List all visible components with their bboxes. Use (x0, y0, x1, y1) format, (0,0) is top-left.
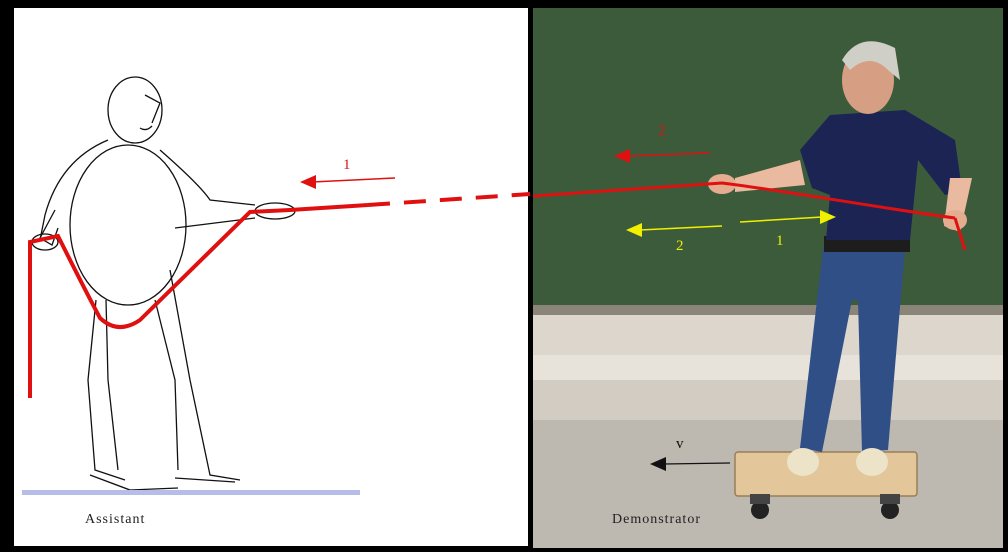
jeans (800, 248, 905, 452)
assistant-glasses (144, 94, 161, 124)
assistant-head (107, 76, 163, 144)
left-shoe (787, 448, 819, 476)
rope-drawing (28, 203, 369, 398)
red-arrow-2-label: 2 (658, 123, 666, 139)
assistant-figure (31, 76, 296, 491)
rope-photo (532, 181, 956, 220)
yellow-arrow-2-label: 2 (676, 238, 684, 254)
assistant-right-leg (169, 269, 241, 481)
velocity-label: v (676, 436, 684, 452)
cart-wheel (881, 501, 899, 519)
right-shoe (856, 448, 888, 476)
assistant-left-leg (87, 299, 126, 481)
velocity-arrow (650, 457, 731, 471)
assistant-belly (69, 144, 187, 306)
assistant-caption: Assistant (85, 512, 146, 527)
red-arrow-1 (300, 175, 396, 189)
assistant-back (39, 139, 109, 241)
floor-line (22, 490, 360, 495)
wall (533, 315, 1003, 355)
hair (842, 41, 900, 80)
yellow-arrow-1 (739, 210, 836, 224)
demonstrator-caption: Demonstrator (612, 512, 701, 527)
left-arm (735, 160, 805, 192)
demonstrator-photo (532, 8, 1003, 548)
rope-dashed (367, 192, 531, 207)
yellow-arrow-1-label: 1 (776, 233, 784, 249)
red-arrow-2 (614, 149, 711, 163)
red-arrow-1-label: 1 (343, 157, 351, 173)
yellow-arrow-2 (626, 223, 723, 237)
cart-wheel (751, 501, 769, 519)
shirt (800, 110, 962, 240)
assistant-panel (14, 8, 528, 546)
assistant-arm (159, 149, 256, 206)
chalk-tray (533, 305, 1003, 315)
